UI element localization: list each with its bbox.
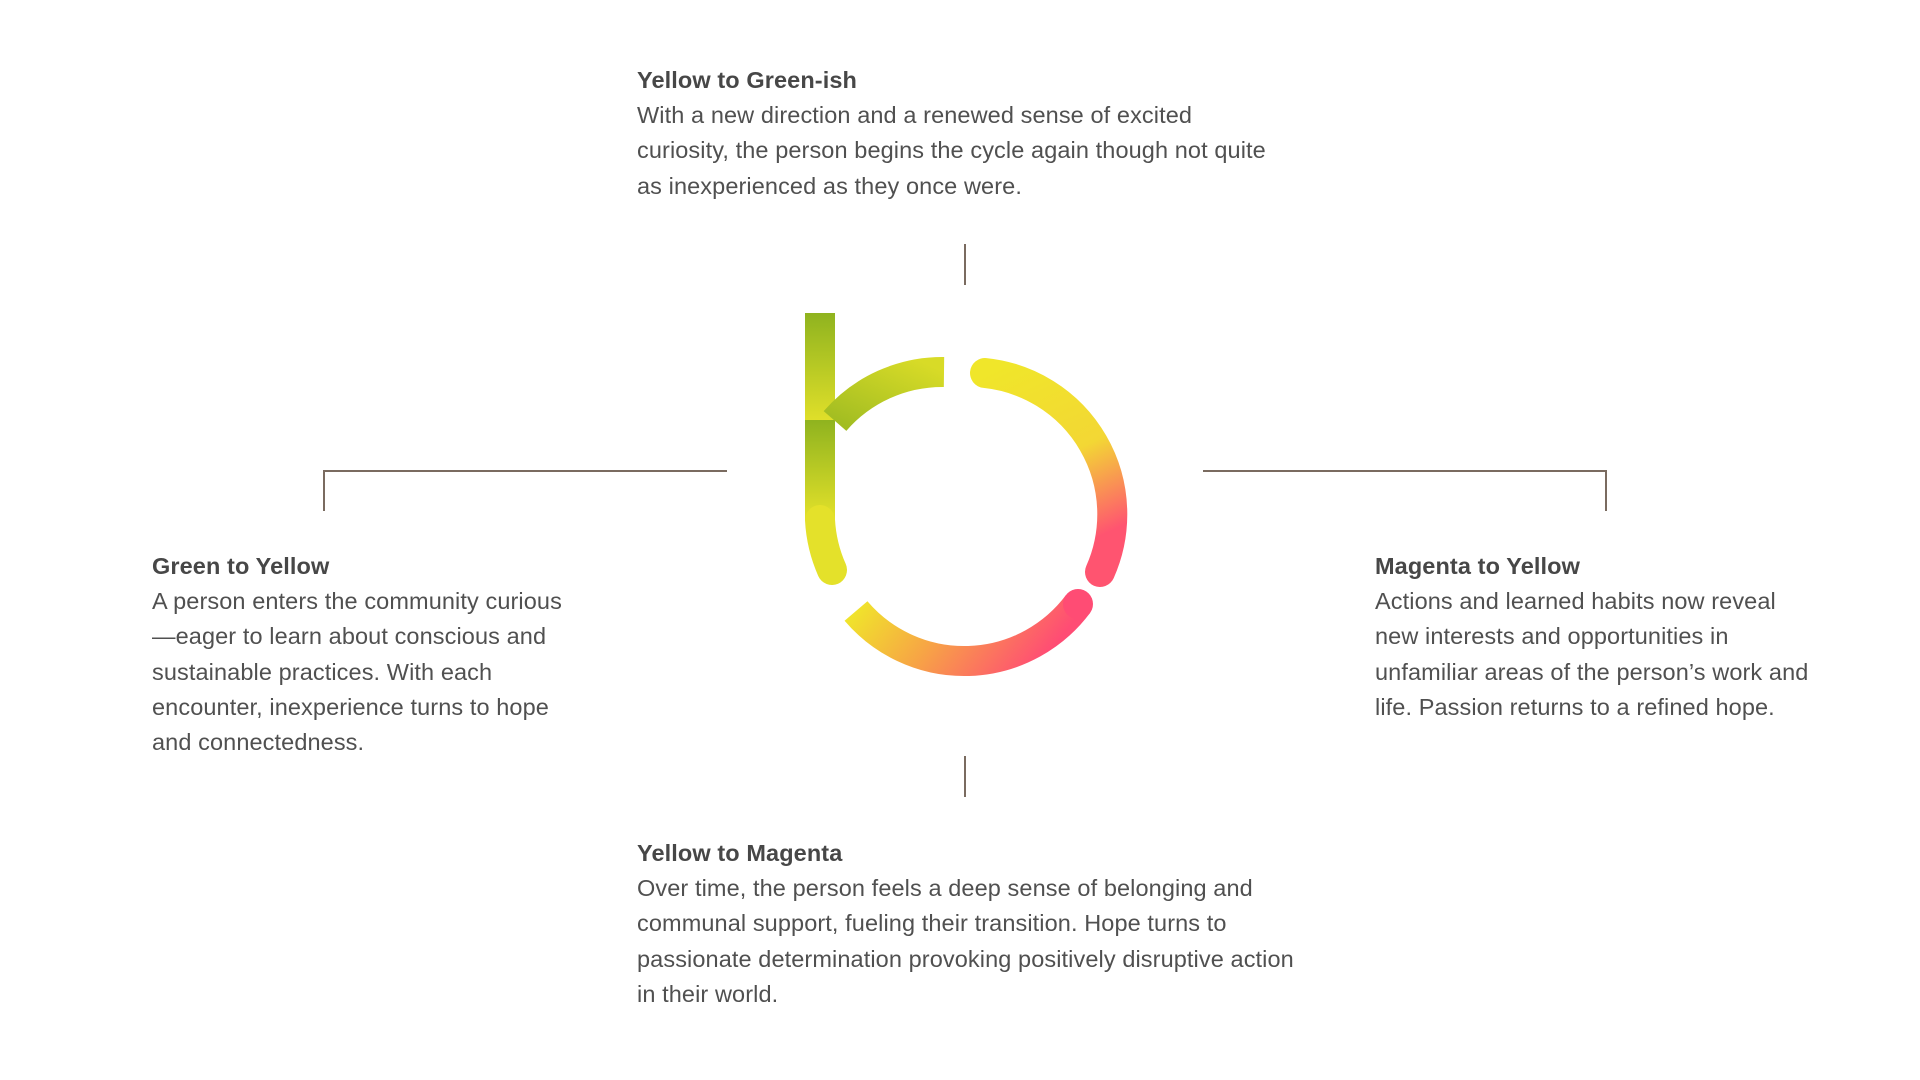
stage-right-title: Magenta to Yellow bbox=[1375, 553, 1580, 579]
stage-left: Green to Yellow A person enters the comm… bbox=[152, 549, 582, 760]
logo-arc-left bbox=[805, 505, 847, 585]
connector-bottom bbox=[964, 756, 966, 797]
logo-arc-top-left bbox=[823, 356, 945, 432]
stage-bottom-body: Over time, the person feels a deep sense… bbox=[637, 875, 1294, 1007]
connector-right-horizontal bbox=[1203, 470, 1607, 472]
stage-left-body: A person enters the community curious—ea… bbox=[152, 588, 562, 756]
stage-bottom-title: Yellow to Magenta bbox=[637, 840, 843, 866]
logo-stem-join bbox=[805, 420, 835, 520]
stage-right: Magenta to Yellow Actions and learned ha… bbox=[1375, 549, 1825, 725]
logo-arc-right bbox=[970, 358, 1128, 587]
connector-left-vertical bbox=[323, 470, 325, 511]
stage-top-title: Yellow to Green-ish bbox=[637, 67, 857, 93]
connector-right-vertical bbox=[1605, 470, 1607, 511]
connector-left-horizontal bbox=[323, 470, 727, 472]
logo-arc-bottom-end bbox=[1063, 589, 1093, 619]
stage-top: Yellow to Green-ish With a new direction… bbox=[637, 63, 1277, 204]
stage-left-title: Green to Yellow bbox=[152, 553, 330, 579]
stage-top-body: With a new direction and a renewed sense… bbox=[637, 102, 1266, 199]
logo-arc-bottom bbox=[844, 594, 1091, 676]
stage-right-body: Actions and learned habits now reveal ne… bbox=[1375, 588, 1809, 720]
stage-bottom: Yellow to Magenta Over time, the person … bbox=[637, 836, 1317, 1012]
connector-top bbox=[964, 244, 966, 285]
